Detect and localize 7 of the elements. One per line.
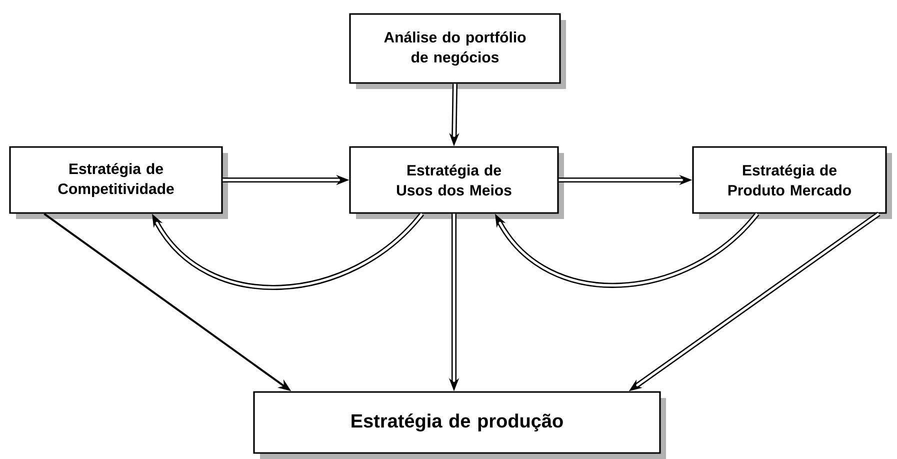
strategy-box: Estratégia de produção — [253, 391, 666, 459]
arrow — [152, 212, 424, 290]
strategy-box: Estratégia de Produto Mercado — [692, 146, 892, 219]
strategy-box: Estratégia de Competitividade — [9, 146, 228, 219]
strategy-box: Estratégia de Usos dos Meios — [349, 146, 564, 219]
strategy-box: Análise do portfólio de negócios — [349, 13, 566, 89]
arrow — [495, 212, 760, 288]
